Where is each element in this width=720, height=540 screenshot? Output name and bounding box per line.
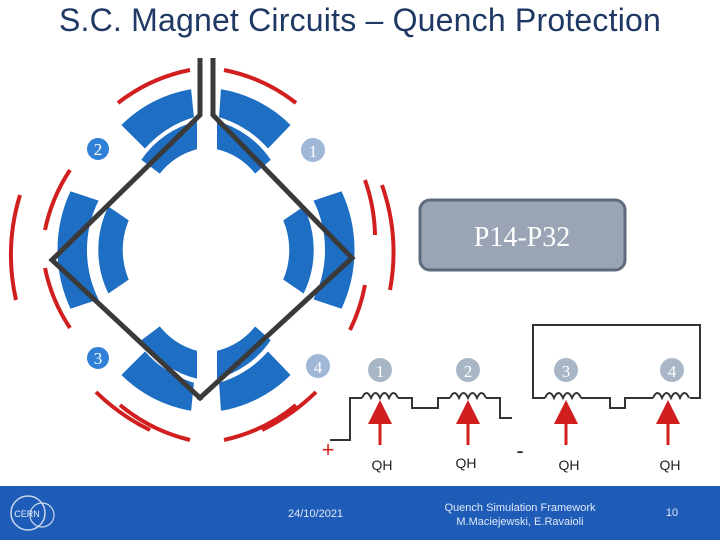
footer-date: 24/10/2021 bbox=[288, 508, 344, 520]
coil-2: 2 bbox=[449, 358, 487, 401]
footer-credit-line1: Quench Simulation Framework bbox=[444, 502, 596, 514]
quadrant-label-3: 3 bbox=[94, 349, 103, 368]
minus-sign: - bbox=[516, 438, 523, 463]
heater-label-3: QH bbox=[559, 457, 580, 473]
circuit-schematic: 1 2 3 4 QH QH QH QH + - bbox=[322, 324, 701, 473]
page-number: 10 bbox=[665, 507, 679, 519]
coil-1: 1 bbox=[361, 358, 399, 401]
heater-label-1: QH bbox=[372, 457, 393, 473]
quadrant-label-1: 1 bbox=[309, 142, 318, 161]
coil-label-3: 3 bbox=[562, 362, 571, 381]
coil-3: 3 bbox=[544, 358, 582, 401]
quadrant-label-4: 4 bbox=[314, 358, 323, 377]
quadrant-badge-4: 4 bbox=[306, 354, 330, 378]
slide-footer: CERN 24/10/2021 Quench Simulation Framew… bbox=[0, 486, 720, 540]
magnet-cross-section: 2 1 3 4 bbox=[9, 58, 396, 442]
coil-label-4: 4 bbox=[668, 362, 677, 381]
magnet-circuit-diagram: 2 1 3 4 P14-P32 1 bbox=[9, 58, 701, 473]
plus-sign: + bbox=[322, 437, 335, 462]
cern-logo-text: CERN bbox=[14, 509, 40, 519]
coil-4: 4 bbox=[652, 358, 690, 401]
position-tag: P14-P32 bbox=[418, 198, 627, 272]
quadrant-badge-3: 3 bbox=[85, 345, 111, 371]
position-tag-label: P14-P32 bbox=[474, 222, 570, 253]
coil-connection-wires bbox=[48, 58, 356, 402]
quadrant-badge-2: 2 bbox=[85, 136, 111, 162]
circuit-wires bbox=[330, 324, 701, 441]
heater-label-4: QH bbox=[660, 457, 681, 473]
footer-credit-line2: M.Maciejewski, E.Ravaioli bbox=[456, 516, 584, 528]
coil-label-1: 1 bbox=[376, 362, 385, 381]
slide-title: S.C. Magnet Circuits – Quench Protection bbox=[58, 2, 662, 38]
quadrant-badge-1: 1 bbox=[301, 138, 325, 162]
quench-heater-arcs bbox=[9, 68, 396, 442]
heater-label-2: QH bbox=[456, 455, 477, 471]
footer-credit: Quench Simulation Framework M.Maciejewsk… bbox=[415, 501, 625, 529]
coil-label-2: 2 bbox=[464, 362, 473, 381]
quadrant-label-2: 2 bbox=[94, 140, 103, 159]
heater-arrows bbox=[368, 400, 680, 445]
cern-logo-icon: CERN bbox=[10, 495, 55, 531]
